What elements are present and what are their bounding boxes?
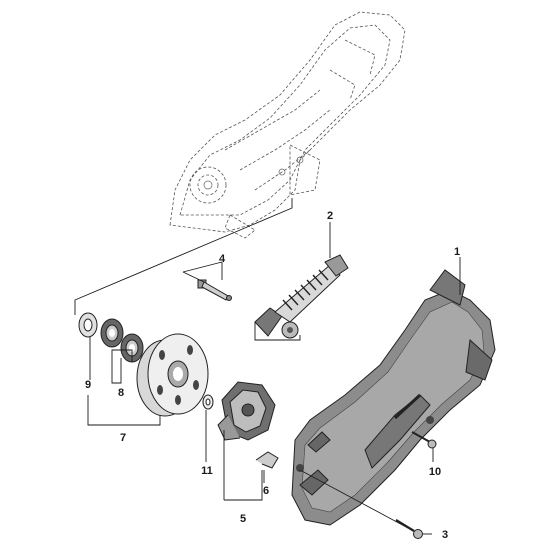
part-6-spring-clip bbox=[255, 451, 279, 469]
callout-labels: 1 2 3 4 5 6 7 8 9 10 11 bbox=[85, 210, 460, 541]
leader-lines bbox=[87, 222, 461, 535]
callout-6: 6 bbox=[263, 485, 269, 497]
callout-3: 3 bbox=[442, 529, 448, 541]
engine-housing-ghost bbox=[169, 11, 406, 239]
part-5-clutch bbox=[217, 381, 276, 441]
housing-leader-line bbox=[74, 198, 293, 315]
part-4-pin bbox=[197, 279, 232, 301]
part-9-washer bbox=[78, 312, 98, 338]
part-1-belt-cover bbox=[291, 269, 496, 526]
part-3-screw bbox=[299, 469, 423, 539]
callout-4: 4 bbox=[219, 253, 226, 265]
part-8-bearings bbox=[100, 318, 144, 363]
callout-2: 2 bbox=[327, 210, 333, 222]
part-11-washer bbox=[202, 394, 214, 410]
part-2-tensioner bbox=[254, 254, 349, 339]
callout-10: 10 bbox=[429, 466, 441, 478]
callout-1: 1 bbox=[454, 246, 460, 258]
callout-5: 5 bbox=[240, 513, 246, 525]
part-10-screw bbox=[411, 431, 437, 449]
part-7-clutch-drum bbox=[136, 333, 209, 417]
callout-7: 7 bbox=[120, 432, 126, 444]
callout-9: 9 bbox=[85, 379, 91, 391]
callout-8: 8 bbox=[118, 387, 124, 399]
callout-11: 11 bbox=[201, 465, 213, 477]
